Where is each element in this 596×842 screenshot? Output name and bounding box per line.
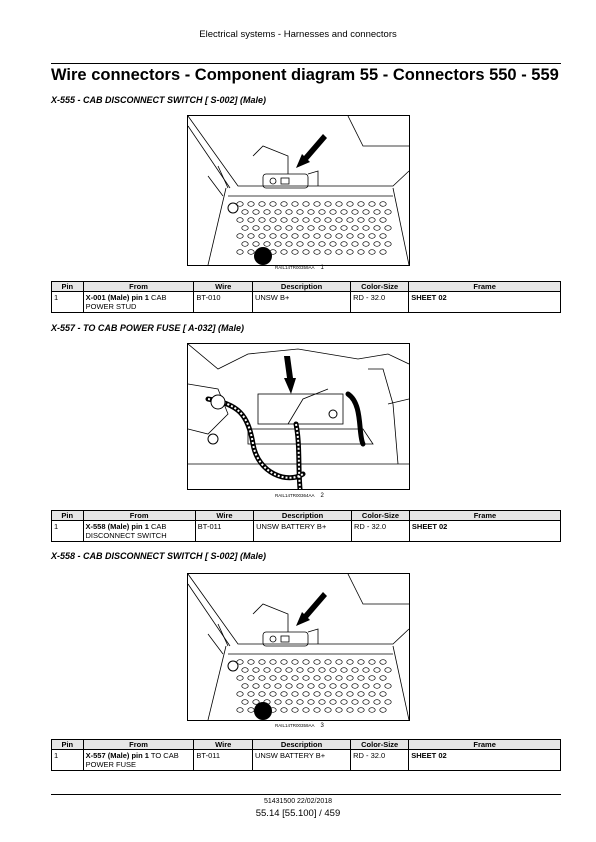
floor-plate-holes	[236, 659, 392, 713]
page-reference: 55.14 [55.100] / 459	[255, 808, 341, 819]
pointer-arrow	[296, 134, 327, 168]
pointer-arrow	[296, 592, 327, 626]
page-title: Wire connectors - Component diagram 55 -…	[51, 66, 559, 84]
running-header: Electrical systems - Harnesses and conne…	[199, 29, 397, 40]
floor-plate-holes	[236, 201, 392, 255]
table-row: 1 X-558 (Male) pin 1 CAB DISCONNECT SWIT…	[51, 520, 562, 542]
title-rule	[51, 63, 561, 64]
pointer-arrow	[284, 356, 296, 394]
section-title-x558: X-558 - CAB DISCONNECT SWITCH [ S-002] (…	[51, 551, 267, 561]
table-row: 1 X-001 (Male) pin 1 CAB POWER STUD BT-0…	[51, 291, 561, 313]
figure-cab-power-fuse	[187, 343, 410, 490]
switch-illustration	[188, 116, 409, 265]
figure-cab-disconnect-switch	[187, 573, 410, 721]
footer-rule	[51, 794, 561, 795]
table-row: 1 X-557 (Male) pin 1 TO CAB POWER FUSE B…	[51, 749, 561, 771]
section-title-x557: X-557 - TO CAB POWER FUSE [ A-032] (Male…	[51, 323, 245, 333]
figure-cab-disconnect-switch	[187, 115, 410, 266]
section-title-x555: X-555 - CAB DISCONNECT SWITCH [ S-002] (…	[51, 95, 267, 105]
document-reference: 51431500 22/02/2018	[263, 798, 333, 805]
fuse-illustration	[188, 344, 409, 489]
switch-illustration	[188, 574, 409, 720]
